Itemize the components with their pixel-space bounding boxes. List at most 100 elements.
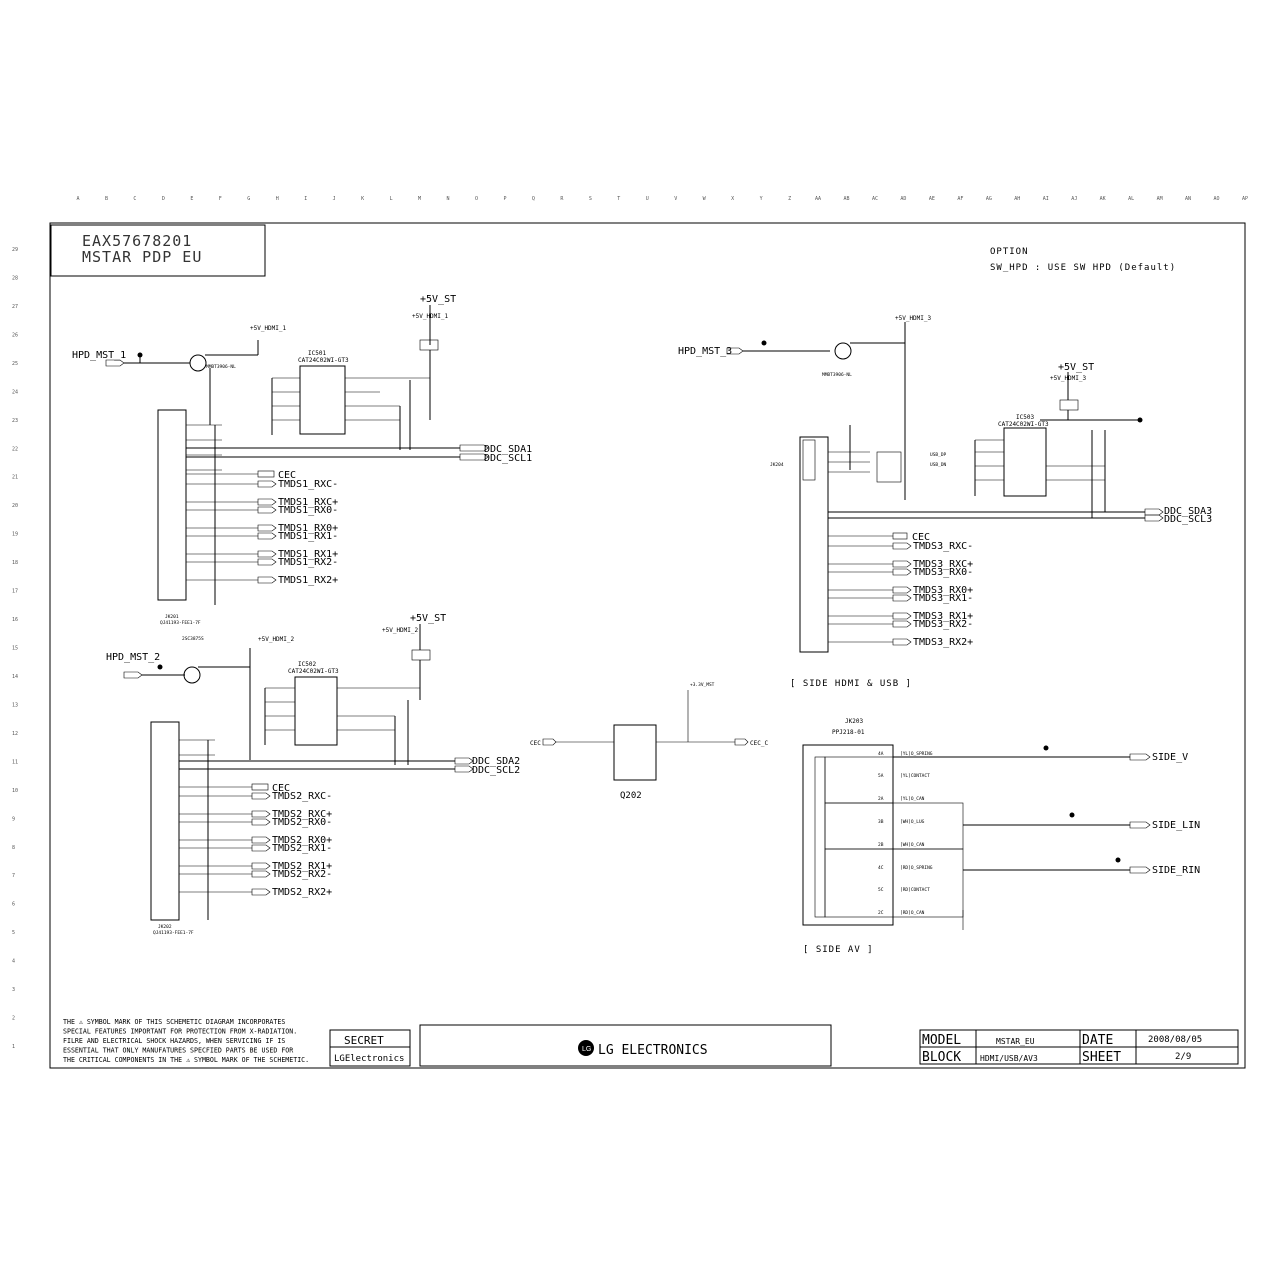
tmds-net-label: TMDS1_RXC+: [278, 497, 338, 508]
svg-text:SIDE_V: SIDE_V: [1152, 752, 1188, 763]
grid-col-label: AD: [900, 196, 906, 202]
grid-col-label: Q: [532, 196, 535, 202]
tmds-net-label: TMDS3_RX2-: [913, 619, 973, 630]
tmds-net-label: TMDS3_RX0-: [913, 567, 973, 578]
svg-text:+5V_HDMI_2: +5V_HDMI_2: [382, 627, 419, 634]
grid-col-label: AO: [1214, 196, 1220, 202]
grid-row-label: 25: [12, 361, 18, 367]
grid-col-label: AG: [986, 196, 992, 202]
svg-text:USB_DN: USB_DN: [930, 462, 947, 468]
svg-text:LG: LG: [582, 1046, 591, 1053]
hdmi1-hpd-port: [105, 359, 125, 367]
warning-line: SPECIAL FEATURES IMPORTANT FOR PROTECTIO…: [63, 1028, 297, 1036]
svg-text:HDMI/USB/AV3: HDMI/USB/AV3: [980, 1054, 1038, 1063]
grid-col-label: AJ: [1071, 196, 1077, 202]
svg-text:CAT24C02WI-GT3: CAT24C02WI-GT3: [998, 421, 1049, 428]
side-av-pin-number: 4C: [878, 865, 884, 871]
grid-row-label: 13: [12, 702, 18, 708]
grid-row-label: 4: [12, 959, 15, 965]
grid-col-label: P: [503, 196, 506, 202]
svg-text:CEC: CEC: [530, 740, 541, 747]
hdmi1-connector: [157, 409, 187, 601]
grid-row-label: 6: [12, 902, 15, 908]
grid-col-label: AF: [957, 196, 963, 202]
grid-col-label: AL: [1128, 196, 1134, 202]
grid-row-label: 18: [12, 560, 18, 566]
svg-text:SHEET: SHEET: [1082, 1050, 1121, 1065]
tmds-net-label: TMDS3_RX1+: [913, 611, 973, 622]
grid-col-label: AP: [1242, 196, 1248, 202]
grid-row-label: 14: [12, 674, 18, 680]
grid-row-label: 23: [12, 418, 18, 424]
svg-text:SIDE_LIN: SIDE_LIN: [1152, 820, 1200, 831]
warning-note: THE ⚠ SYMBOL MARK OF THIS SCHEMETIC DIAG…: [63, 1018, 309, 1064]
tmds-net-label: TMDS1_RXC-: [278, 479, 338, 490]
svg-text:+3.3V_MST: +3.3V_MST: [690, 682, 715, 688]
grid-row-label: 20: [12, 503, 18, 509]
hdmi2-tmds-list: TMDS2_RXC-TMDS2_RXC+TMDS2_RX0-TMDS2_RX0+…: [179, 791, 332, 898]
grid-col-label: Z: [788, 196, 791, 202]
hdmi3-transistor: [834, 342, 852, 360]
lg-logo-text: LG ELECTRONICS: [598, 1043, 708, 1058]
tmds-net-label: TMDS2_RX2-: [272, 869, 332, 880]
grid-row-label: 17: [12, 589, 18, 595]
tmds-net-label: TMDS3_RX0+: [913, 585, 973, 596]
hdmi2-connector: [150, 721, 180, 921]
side-av-pin-number: 5A: [878, 773, 884, 779]
grid-col-label: I: [304, 196, 307, 202]
svg-text:2/9: 2/9: [1175, 1052, 1191, 1062]
tmds-net-label: TMDS1_RX0+: [278, 523, 338, 534]
grid-row-label: 2: [12, 1016, 15, 1022]
hdmi1-eeprom: [299, 365, 346, 435]
grid-row-label: 9: [12, 816, 15, 822]
side-av-pin-name: [YL]O_SPRING: [900, 751, 933, 757]
svg-text:MSTAR_EU: MSTAR_EU: [996, 1037, 1035, 1046]
grid-col-label: T: [617, 196, 620, 202]
tmds-net-label: TMDS1_RX1+: [278, 549, 338, 560]
hdmi1-tmds-list: TMDS1_RXC-TMDS1_RXC+TMDS1_RX0-TMDS1_RX0+…: [186, 479, 338, 586]
grid-col-label: J: [333, 196, 336, 202]
svg-text:IC503: IC503: [1016, 414, 1034, 421]
grid-row-label: 21: [12, 475, 18, 481]
hdmi2-eeprom: [294, 676, 338, 746]
sheet-border: [49, 222, 1246, 1069]
tmds-net-label: TMDS2_RXC-: [272, 791, 332, 802]
svg-text:MODEL: MODEL: [922, 1033, 961, 1048]
grid-col-label: E: [190, 196, 193, 202]
part-number: EAX57678201: [82, 232, 192, 250]
grid-col-label: AB: [843, 196, 849, 202]
grid-row-label: 27: [12, 304, 18, 310]
svg-text:MMBT3906-NL: MMBT3906-NL: [822, 372, 852, 378]
cec-block: CEC +3.3V_MST CEC_C Q202: [530, 682, 768, 801]
svg-text:DDC_SCL3: DDC_SCL3: [1164, 514, 1212, 525]
grid-col-label: M: [418, 196, 421, 202]
grid-col-label: G: [247, 196, 250, 202]
grid-row-label: 11: [12, 759, 18, 765]
svg-text:CEC: CEC: [272, 783, 290, 794]
tmds-net-label: TMDS1_RX2-: [278, 557, 338, 568]
grid-col-label: D: [162, 196, 165, 202]
tmds-net-label: TMDS3_RXC-: [913, 541, 973, 552]
warning-line: THE CRITICAL COMPONENTS IN THE ⚠ SYMBOL …: [63, 1056, 309, 1064]
warning-line: FILRE AND ELECTRICAL SHOCK HAZARDS, WHEN…: [63, 1037, 285, 1045]
grid-col-label: Y: [760, 196, 763, 202]
tmds-net-label: TMDS2_RX1+: [272, 861, 332, 872]
grid-row-label: 19: [12, 532, 18, 538]
svg-text:CEC: CEC: [912, 532, 930, 543]
side-av-pin-number: 4A: [878, 751, 884, 757]
grid-row-label: 8: [12, 845, 15, 851]
side-hdmi-usb-label: [ SIDE HDMI & USB ]: [790, 679, 912, 689]
grid-row-label: 24: [12, 389, 18, 395]
tmds-net-label: TMDS2_RX1-: [272, 843, 332, 854]
grid-row-label: 10: [12, 788, 18, 794]
grid-col-label: R: [560, 196, 564, 202]
svg-text:IC501: IC501: [308, 350, 326, 357]
svg-text:SIDE_RIN: SIDE_RIN: [1152, 865, 1200, 876]
grid-row-label: 1: [12, 1044, 15, 1050]
side-av-pin-name: [YL]CONTACT: [900, 773, 930, 779]
grid-col-label: S: [589, 196, 592, 202]
side-av-pin-number: 2A: [878, 796, 884, 802]
hdmi1-transistor: [189, 354, 207, 372]
grid-row-label: 7: [12, 873, 15, 879]
side-av-pin-number: 3B: [878, 819, 884, 825]
